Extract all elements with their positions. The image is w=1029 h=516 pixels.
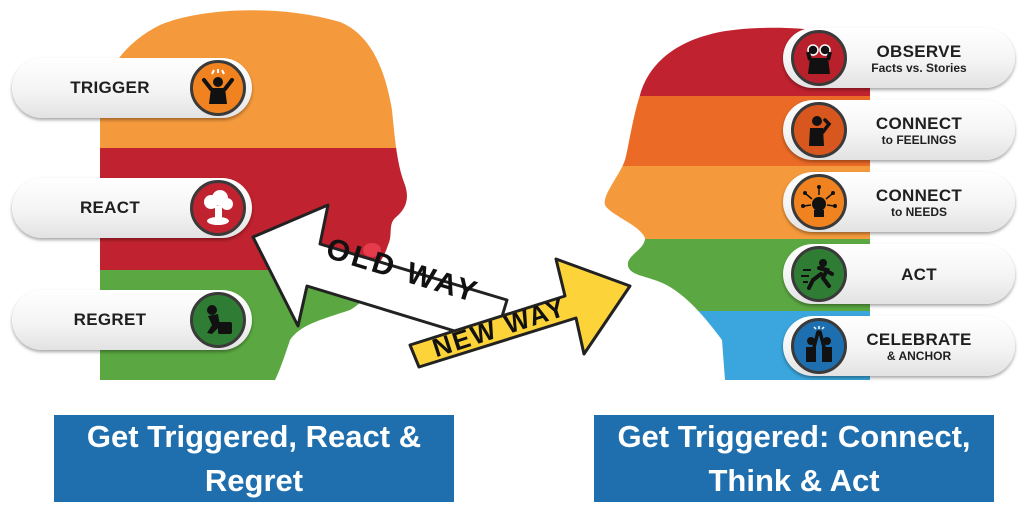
- thinking-person-icon: [791, 102, 847, 158]
- step-title: CELEBRATE: [866, 329, 972, 349]
- step-label: TRIGGER: [70, 78, 150, 97]
- step-observe: OBSERVE Facts vs. Stories: [783, 28, 1015, 88]
- step-title: CONNECT: [875, 113, 963, 133]
- new-way-arrow: [408, 257, 632, 369]
- step-text: OBSERVE Facts vs. Stories: [845, 28, 993, 88]
- tongue-shape: [363, 243, 381, 257]
- step-subtitle: to NEEDS: [890, 204, 947, 219]
- step-act: ACT: [783, 244, 1015, 304]
- step-subtitle: & ANCHOR: [886, 348, 952, 363]
- step-label: REGRET: [73, 310, 147, 329]
- step-celebrate: CELEBRATE & ANCHOR: [783, 316, 1015, 376]
- step-title: ACT: [901, 264, 937, 284]
- step-title: CONNECT: [875, 185, 963, 205]
- new-way-caption: Get Triggered: Connect, Think & Act: [594, 415, 994, 502]
- step-react: REACT: [12, 178, 252, 238]
- step-text: CONNECT to FEELINGS: [845, 100, 993, 160]
- step-connect-feelings: CONNECT to FEELINGS: [783, 100, 1015, 160]
- old-way-caption: Get Triggered, React & Regret: [54, 415, 454, 502]
- explosion-icon: [190, 180, 246, 236]
- running-person-icon: [791, 246, 847, 302]
- angry-person-icon: [190, 60, 246, 116]
- sad-person-icon: [190, 292, 246, 348]
- step-connect-needs: CONNECT to NEEDS: [783, 172, 1015, 232]
- step-text: ACT: [845, 244, 993, 304]
- binoculars-person-icon: [791, 30, 847, 86]
- step-regret: REGRET: [12, 290, 252, 350]
- step-label: REACT: [79, 198, 141, 217]
- high-five-icon: [791, 318, 847, 374]
- step-subtitle: Facts vs. Stories: [871, 60, 967, 75]
- step-title: OBSERVE: [876, 41, 962, 61]
- step-trigger: TRIGGER: [12, 58, 252, 118]
- needs-head-icon: [791, 174, 847, 230]
- step-text: CELEBRATE & ANCHOR: [845, 316, 993, 376]
- step-text: CONNECT to NEEDS: [845, 172, 993, 232]
- step-subtitle: to FEELINGS: [881, 132, 957, 147]
